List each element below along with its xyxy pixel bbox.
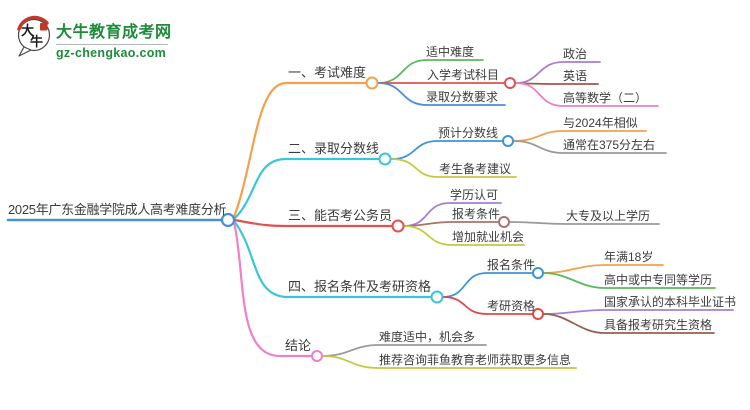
node-moderate-many-chances: 难度适中，机会多: [379, 330, 476, 344]
node-registration-conditions: 报名条件: [487, 258, 536, 272]
node-candidate-prep-advice: 考生备考建议: [439, 162, 512, 176]
node-moderate-difficulty: 适中难度: [426, 45, 475, 59]
node-registration-and-postgrad: 四、报名条件及考研资格: [288, 279, 432, 294]
node-postgrad-qualification: 考研资格: [487, 299, 536, 313]
branch-registration-lines: [232, 219, 734, 334]
node-degree-recognized: 学历认可: [450, 188, 499, 202]
root-node-title: 2025年广东金融学院成人高考难度分析: [8, 202, 227, 217]
branch-civil-service-lines: [232, 202, 660, 246]
site-title: 大牛教育成考网: [56, 24, 172, 41]
node-admission-score-line: 二、录取分数线: [288, 141, 380, 156]
branch-score-line-lines: [232, 130, 667, 221]
node-expected-score-line: 预计分数线: [438, 126, 499, 140]
node-around-375-points: 通常在375分左右: [563, 138, 656, 152]
node-admission-score-requirement: 录取分数要求: [426, 90, 499, 104]
svg-text:牛: 牛: [30, 34, 43, 50]
site-brand: 大 牛 大牛教育成考网 gz-chengkao.com: [14, 12, 214, 60]
node-subject-politics: 政治: [563, 47, 588, 61]
node-high-school-equivalent: 高中或中专同等学历: [604, 273, 713, 287]
node-entrance-subjects: 入学考试科目: [427, 68, 500, 82]
node-exam-difficulty: 一、考试难度: [288, 65, 367, 80]
root-junction: [220, 212, 236, 228]
node-age-18-plus: 年满18岁: [604, 250, 654, 264]
node-civil-service-eligibility: 三、能否考公务员: [288, 208, 393, 223]
daniu-logo-icon: 大 牛: [17, 15, 51, 57]
node-college-degree-or-above: 大专及以上学历: [566, 209, 651, 223]
branch-exam-difficulty-lines: [232, 59, 659, 219]
node-subject-english: 英语: [563, 69, 588, 83]
node-conclusion: 结论: [285, 338, 312, 353]
node-subject-advanced-math: 高等数学（二）: [563, 91, 648, 105]
branch-conclusion-lines: [232, 220, 577, 369]
node-more-job-opportunities: 增加就业机会: [452, 230, 525, 244]
node-consult-teacher-for-info: 推荐咨询菲鱼教育老师获取更多信息: [379, 353, 572, 367]
node-application-requirements: 报考条件: [452, 207, 501, 221]
logo-seal: [40, 23, 48, 31]
brand-divider: [56, 44, 168, 45]
node-recognized-bachelor-diploma: 国家承认的本科毕业证书: [604, 295, 737, 309]
site-url: gz-chengkao.com: [56, 46, 167, 60]
node-eligible-for-postgrad-exam: 具备报考研究生资格: [604, 318, 713, 332]
svg-text:大: 大: [21, 23, 34, 39]
junction-circles: [220, 76, 544, 362]
node-similar-to-2024: 与2024年相似: [563, 116, 638, 130]
